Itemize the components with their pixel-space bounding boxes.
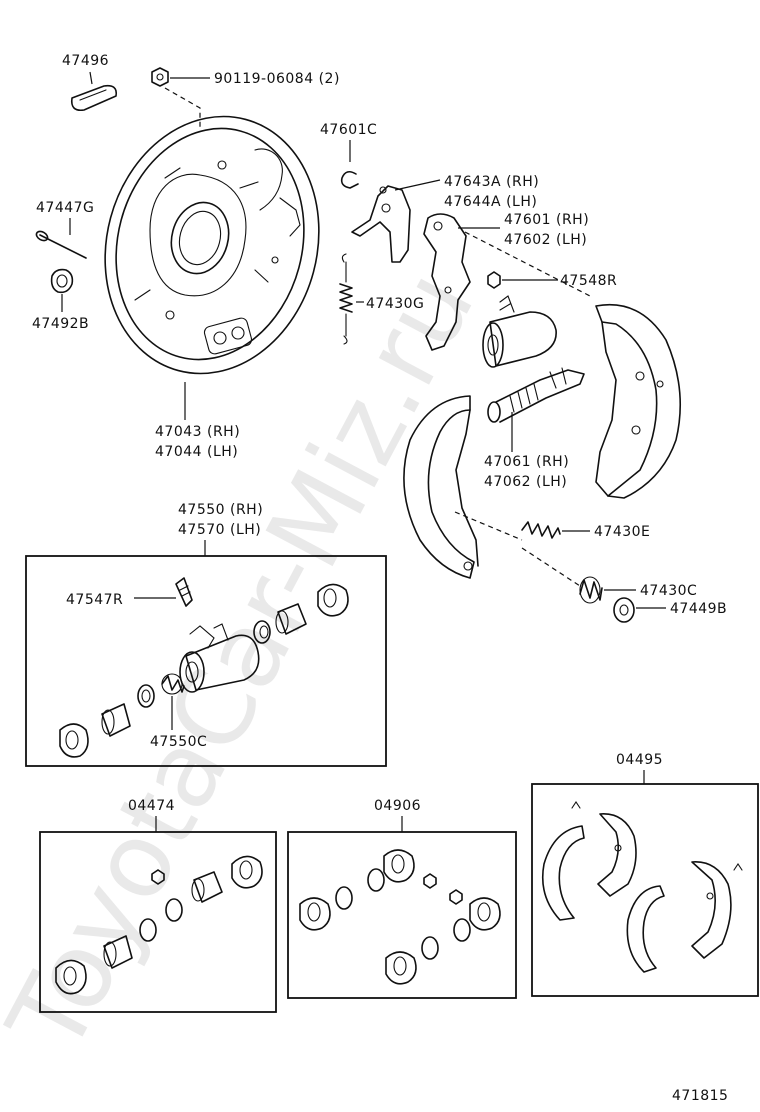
label-47061: 47061 (RH) xyxy=(484,454,569,470)
compression-spring-part xyxy=(579,576,603,604)
front-brake-shoe-part xyxy=(403,395,479,579)
label-04906: 04906 xyxy=(374,798,421,814)
kit-04474-box xyxy=(39,831,277,1013)
label-47550: 47550 (RH) xyxy=(178,502,263,518)
cylinder-piston-left xyxy=(101,703,131,737)
label-47062: 47062 (LH) xyxy=(484,474,567,490)
parking-brake-lever-part xyxy=(351,185,411,263)
cylinder-boot-left xyxy=(59,723,89,758)
cylinder-piston-right xyxy=(275,603,307,635)
label-47496: 47496 xyxy=(62,53,109,69)
figure-number: 471815 xyxy=(672,1088,728,1104)
bleeder-plug-part xyxy=(175,577,193,607)
cylinder-boot-right xyxy=(317,583,349,617)
adjuster-nut-part xyxy=(487,271,501,289)
label-47644a: 47644A (LH) xyxy=(444,194,537,210)
kit-04906-parts xyxy=(299,849,501,985)
kit-04495-shoes xyxy=(541,801,743,973)
label-47601: 47601 (RH) xyxy=(504,212,589,228)
c-clip-part xyxy=(340,170,359,189)
backing-plate-part xyxy=(104,115,320,375)
kit-04495-box xyxy=(531,783,759,997)
cup-part xyxy=(50,268,74,294)
cylinder-cup-left xyxy=(137,684,155,708)
strut-part xyxy=(423,213,471,351)
label-47430g: 47430G xyxy=(366,296,424,312)
label-04495: 04495 xyxy=(616,752,663,768)
label-47430c: 47430C xyxy=(640,583,697,599)
label-47043: 47043 (RH) xyxy=(155,424,240,440)
plug-part xyxy=(70,84,118,112)
label-47547r: 47547R xyxy=(66,592,123,608)
label-47602: 47602 (LH) xyxy=(504,232,587,248)
spring-550c-part xyxy=(161,673,185,695)
label-04474: 04474 xyxy=(128,798,175,814)
hold-down-pin-part xyxy=(35,230,87,259)
kit-04474-parts xyxy=(55,855,263,995)
cylinder-cup-right xyxy=(253,620,271,644)
label-47492b: 47492B xyxy=(32,316,89,332)
label-90119-06084: 90119-06084 (2) xyxy=(214,71,340,87)
adjuster-part xyxy=(487,367,585,423)
bolt-part xyxy=(151,67,169,87)
wheel-cylinder-assy-box xyxy=(25,555,387,767)
label-47548r: 47548R xyxy=(560,273,617,289)
kit-04906-box xyxy=(287,831,517,999)
label-47447g: 47447G xyxy=(36,200,94,216)
retainer-part xyxy=(613,597,635,623)
rear-brake-shoe-part xyxy=(595,304,682,499)
label-47044: 47044 (LH) xyxy=(155,444,238,460)
label-47601c: 47601C xyxy=(320,122,377,138)
cylinder-body-part xyxy=(179,623,260,693)
label-47643a: 47643A (RH) xyxy=(444,174,539,190)
wheel-cylinder-part xyxy=(482,295,557,368)
label-47550c: 47550C xyxy=(150,734,207,750)
spring-part xyxy=(339,253,353,345)
label-47430e: 47430E xyxy=(594,524,650,540)
return-spring-part xyxy=(521,521,561,539)
watermark: ToyotaCar-Miz.ru xyxy=(0,252,498,1073)
label-47570: 47570 (LH) xyxy=(178,522,261,538)
label-47449b: 47449B xyxy=(670,601,727,617)
